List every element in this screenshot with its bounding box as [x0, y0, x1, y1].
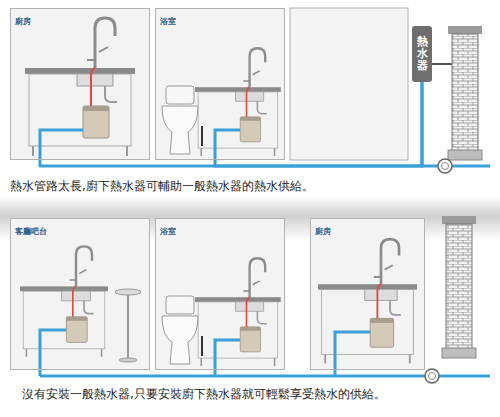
chimney-base	[442, 348, 476, 358]
caption-note: 熱水管路太長,廚下熱水器可輔助一般熱水器的熱水供給。	[10, 179, 314, 193]
chimney-base	[448, 150, 482, 160]
cold-water-pipe	[215, 130, 240, 160]
kitchen-sink	[318, 239, 417, 363]
room-box: 浴室	[155, 8, 285, 160]
hot-water-supply-pipe	[215, 82, 422, 166]
room-name: 浴室	[156, 16, 180, 29]
toilet	[162, 86, 202, 154]
room-fill	[310, 218, 425, 370]
room-box: 廚房	[10, 8, 150, 160]
hot-water-supply-pipe	[40, 82, 422, 166]
heater-label: 熱水器	[417, 36, 428, 72]
room-name: 浴室	[156, 226, 180, 239]
bar-stool-post	[127, 295, 129, 358]
bar-sink	[20, 246, 108, 356]
room-fill	[10, 8, 150, 160]
caption-note: 沒有安裝一般熱水器,只要安裝廚下熱水器就可輕鬆享受熱水的供給。	[22, 387, 386, 401]
bath-vanity	[195, 48, 281, 156]
water-meter	[425, 369, 439, 383]
water-heater-box: 熱水器	[412, 26, 432, 82]
room-fill	[155, 218, 285, 370]
chimney-cap	[448, 26, 482, 34]
chimney	[446, 224, 472, 350]
room-box: 客廳吧台	[10, 218, 150, 370]
bar-stool-base	[119, 358, 137, 362]
room-box	[290, 8, 408, 160]
room-box: 廚房	[310, 218, 425, 370]
room-name: 客廳吧台	[11, 226, 51, 239]
toilet	[162, 296, 202, 364]
room-fill	[155, 8, 285, 160]
bar-stool-seat	[115, 289, 141, 295]
supply-pipe	[421, 165, 490, 168]
room-fill	[10, 218, 150, 370]
room-name: 廚房	[311, 226, 335, 239]
flue-pipe	[430, 63, 452, 65]
room-box: 浴室	[155, 218, 285, 370]
water-meter	[438, 159, 452, 173]
room-name: 廚房	[11, 16, 35, 29]
cold-water-pipe	[40, 130, 83, 160]
bath-vanity	[195, 258, 281, 366]
chimney-cap	[442, 216, 476, 224]
chimney	[452, 34, 478, 152]
